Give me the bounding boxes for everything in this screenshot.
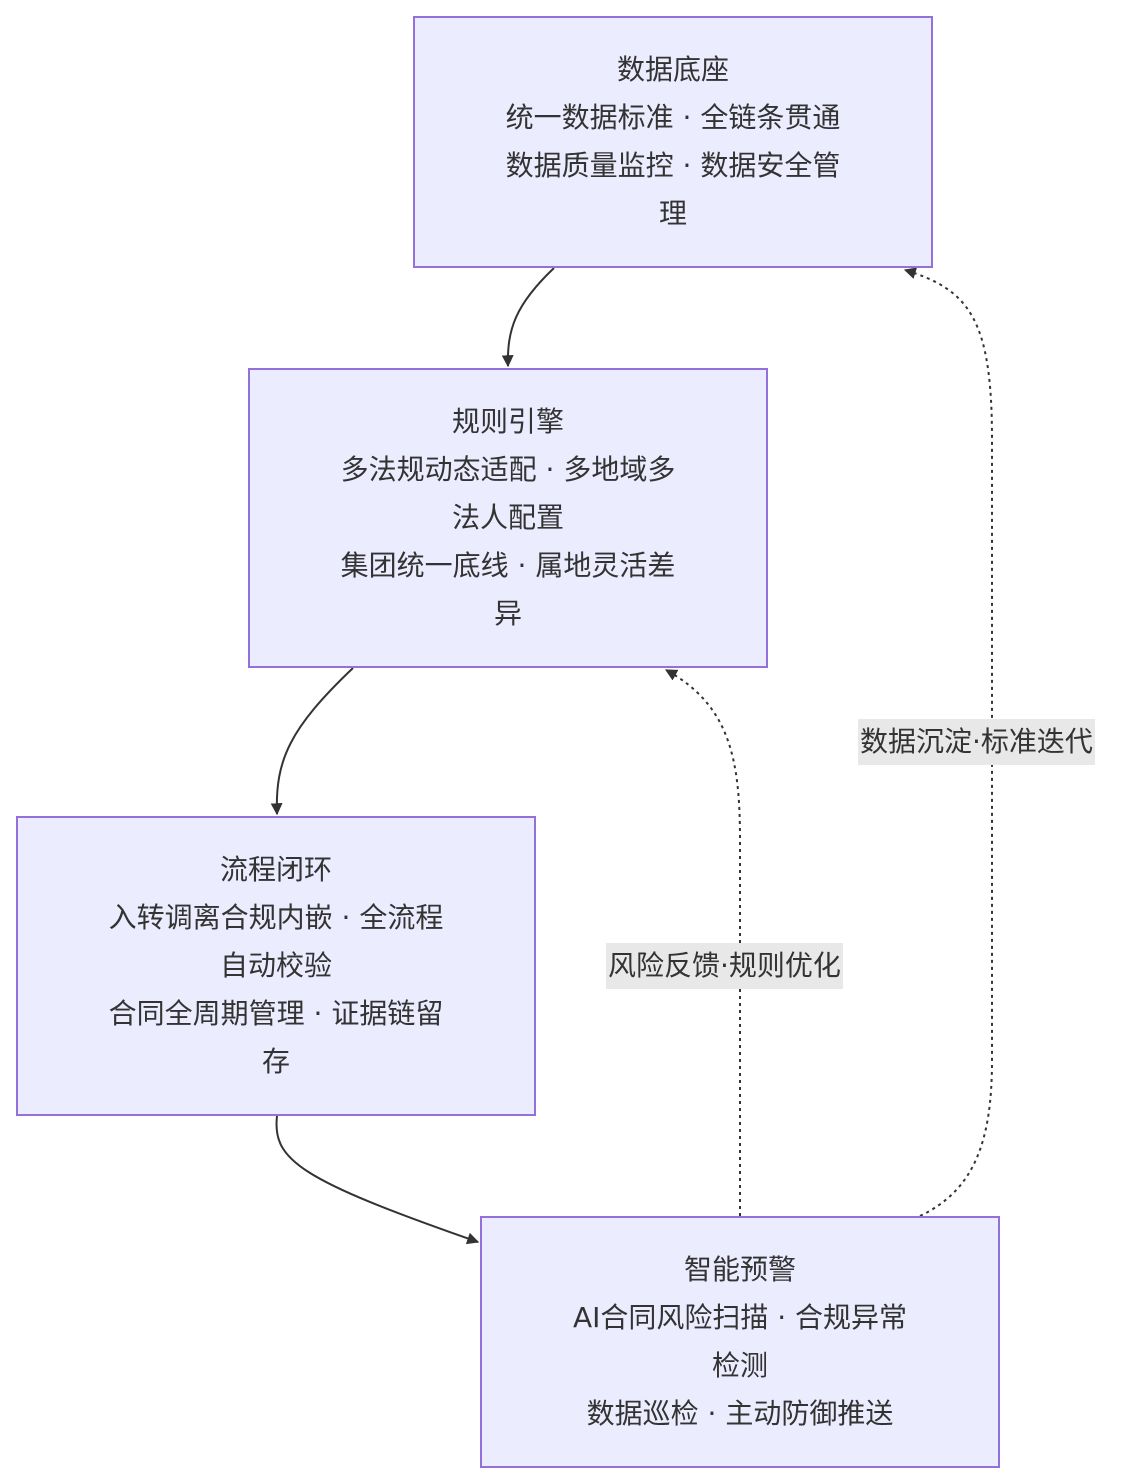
- node-rule-engine: 规则引擎 多法规动态适配 · 多地域多 法人配置 集团统一底线 · 属地灵活差 …: [248, 368, 768, 668]
- node-rule-engine-line-4: 异: [493, 597, 522, 630]
- node-process-loop-line-4: 存: [261, 1045, 290, 1078]
- edge-data-to-rule: [501, 267, 555, 368]
- node-rule-engine-line-1: 多法规动态适配 · 多地域多: [340, 453, 676, 486]
- node-smart-alert-line-3: 数据巡检 · 主动防御推送: [586, 1397, 894, 1430]
- node-process-loop-line-1: 入转调离合规内嵌 · 全流程: [108, 901, 444, 934]
- node-rule-engine-line-3: 集团统一底线 · 属地灵活差: [340, 549, 676, 582]
- node-smart-alert-title: 智能预警: [683, 1253, 796, 1286]
- node-data-base-title: 数据底座: [616, 53, 729, 86]
- node-data-base-line-2: 数据质量监控 · 数据安全管: [505, 149, 841, 182]
- edge-process-to-alert: [275, 1115, 480, 1245]
- node-rule-engine-line-2: 法人配置: [451, 501, 564, 534]
- edge-label-data-sediment: 数据沉淀·标准迭代: [858, 719, 1095, 765]
- node-data-base-line-1: 统一数据标准 · 全链条贯通: [505, 101, 841, 134]
- node-data-base-line-3: 理: [658, 197, 687, 230]
- node-process-loop-line-2: 自动校验: [219, 949, 332, 982]
- node-process-loop: 流程闭环 入转调离合规内嵌 · 全流程 自动校验 合同全周期管理 · 证据链留 …: [16, 816, 536, 1116]
- node-process-loop-line-3: 合同全周期管理 · 证据链留: [108, 997, 444, 1030]
- node-data-base: 数据底座 统一数据标准 · 全链条贯通 数据质量监控 · 数据安全管 理: [413, 16, 933, 268]
- node-smart-alert-line-1: AI合同风险扫描 · 合规异常: [572, 1301, 908, 1334]
- node-process-loop-title: 流程闭环: [219, 853, 332, 886]
- edge-alert-to-data: [903, 267, 993, 1217]
- node-smart-alert-line-2: 检测: [711, 1349, 768, 1382]
- edge-label-risk-feedback: 风险反馈·规则优化: [606, 943, 843, 989]
- node-smart-alert: 智能预警 AI合同风险扫描 · 合规异常 检测 数据巡检 · 主动防御推送: [480, 1216, 1000, 1468]
- edge-rule-to-process: [270, 667, 354, 816]
- node-rule-engine-title: 规则引擎: [451, 405, 564, 438]
